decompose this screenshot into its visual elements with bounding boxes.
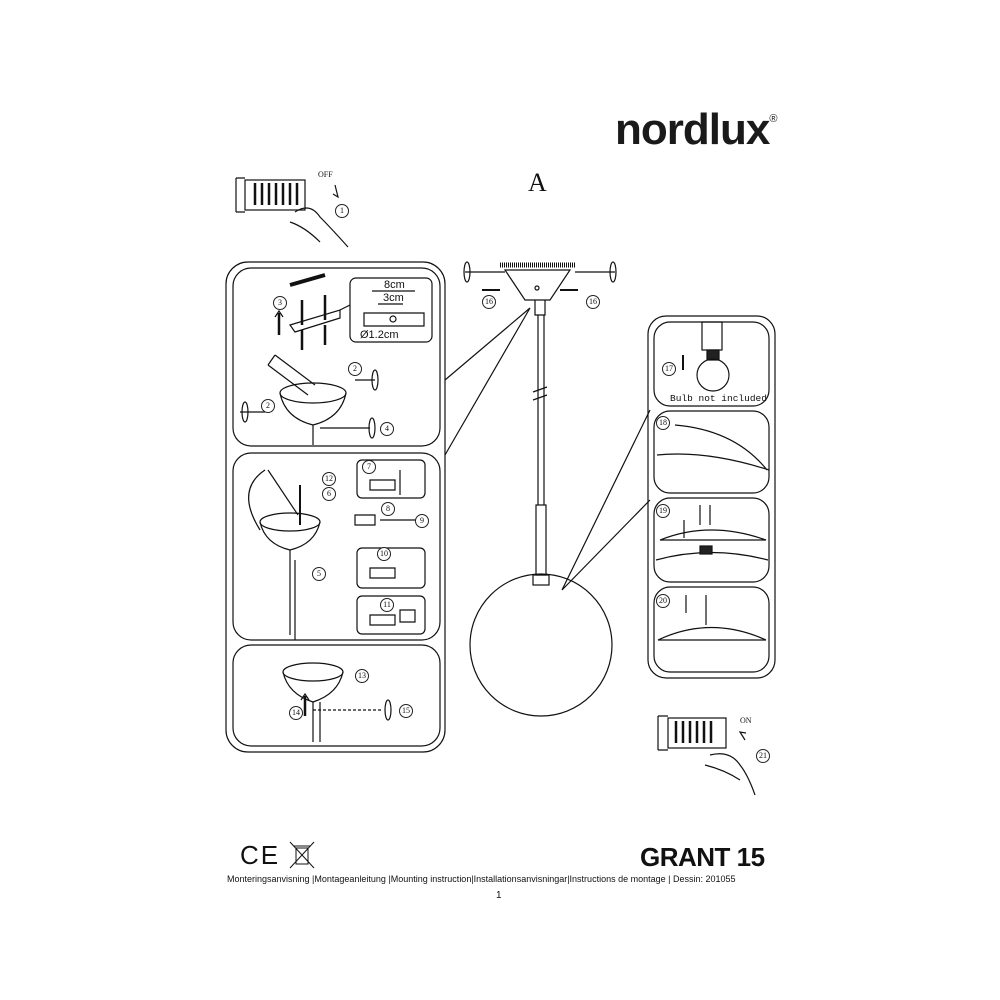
- step-5: 5: [312, 567, 326, 581]
- step-19: 19: [656, 504, 670, 518]
- right-panel-frame: [647, 315, 776, 679]
- variant-label: A: [528, 168, 547, 197]
- step-16: 16: [586, 295, 600, 309]
- bracket-outer-dimension: 8cm: [384, 279, 405, 291]
- page-number: 1: [496, 890, 502, 901]
- step-12: 12: [322, 472, 336, 486]
- panel-shade-hook: [653, 410, 770, 494]
- footer-dessin-label: | Dessin:: [668, 874, 703, 884]
- bulb-not-included-note: Bulb not included: [670, 393, 767, 404]
- weee-bin-icon: [289, 841, 315, 869]
- canopy-drawing: [240, 354, 379, 445]
- registered-mark: ®: [769, 113, 777, 125]
- panel-shade-fix: [653, 586, 770, 673]
- wiring-drawing: [248, 459, 426, 640]
- footer-dessin-number: 201055: [705, 874, 736, 884]
- step-8: 8: [381, 502, 395, 516]
- pendant-lamp-drawing: [444, 261, 651, 717]
- step-1: 1: [335, 204, 349, 218]
- bulb-drawing: [682, 321, 730, 392]
- switch-off-label: OFF: [318, 170, 333, 179]
- step-16: 16: [482, 295, 496, 309]
- shade-drawings: [655, 424, 770, 641]
- left-panel-frame: [225, 261, 446, 753]
- panel-shade-lower: [653, 497, 770, 583]
- step-21: 21: [756, 749, 770, 763]
- ce-mark: CE: [240, 840, 281, 870]
- step-14: 14: [289, 706, 303, 720]
- ceiling-bracket-drawing: [274, 273, 433, 350]
- step-13: 13: [355, 669, 369, 683]
- panel-wiring: [232, 452, 441, 641]
- step-10: 10: [377, 547, 391, 561]
- step-7: 7: [362, 460, 376, 474]
- step-15: 15: [399, 704, 413, 718]
- bracket-hole-dimension: Ø1.2cm: [360, 329, 399, 341]
- step-20: 20: [656, 594, 670, 608]
- step-2: 2: [261, 399, 275, 413]
- step-6: 6: [322, 487, 336, 501]
- closing-drawing: [282, 662, 392, 742]
- brand-name: nordlux: [615, 105, 770, 154]
- step-18: 18: [656, 416, 670, 430]
- bracket-inner-dimension: 3cm: [383, 292, 404, 304]
- power-switch-on-illustration: [657, 715, 756, 796]
- panel-closing: [232, 644, 441, 747]
- step-4: 4: [380, 422, 394, 436]
- power-switch-off-illustration: [235, 177, 349, 248]
- product-name: GRANT 15: [640, 842, 765, 872]
- step-9: 9: [415, 514, 429, 528]
- footer-languages: Monteringsanvisning |Montageanleitung |M…: [227, 874, 666, 884]
- step-2: 2: [348, 362, 362, 376]
- switch-on-label: ON: [740, 716, 752, 725]
- step-11: 11: [380, 598, 394, 612]
- step-3: 3: [273, 296, 287, 310]
- brand-logo: nordlux®: [615, 105, 777, 155]
- footer-text: Monteringsanvisning |Montageanleitung |M…: [227, 874, 736, 884]
- panel-mounting: [232, 267, 441, 447]
- step-17: 17: [662, 362, 676, 376]
